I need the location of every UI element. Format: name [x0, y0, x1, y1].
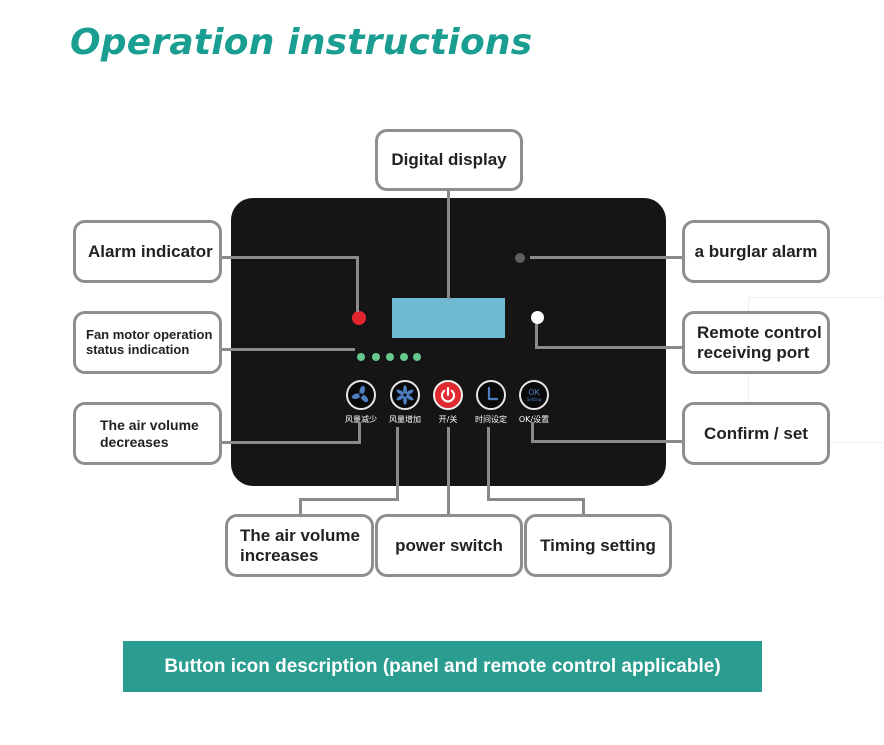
fan-status-led — [357, 353, 365, 361]
timing-setting-button[interactable] — [476, 380, 506, 410]
fan-status-led — [400, 353, 408, 361]
callout-label: receiving port — [697, 342, 810, 362]
callout-label: decreases — [100, 433, 169, 450]
button-label: 风量增加 — [389, 415, 421, 424]
button-description-banner: Button icon description (panel and remot… — [123, 641, 762, 692]
button-label: 时间设定 — [475, 415, 507, 424]
connector-line — [530, 256, 683, 259]
callout-burglar-alarm: a burglar alarm — [682, 220, 830, 283]
button-label: 开/关 — [438, 415, 458, 424]
fan-status-led — [386, 353, 394, 361]
connector-line — [582, 498, 585, 516]
connector-line — [299, 498, 302, 516]
fan-status-led — [372, 353, 380, 361]
connector-line — [535, 324, 538, 348]
callout-label: Remote control — [697, 322, 822, 342]
connector-line — [299, 498, 399, 501]
connector-line — [356, 256, 359, 312]
connector-line — [487, 498, 585, 501]
ok-text: OK — [528, 387, 540, 397]
power-switch-button[interactable] — [433, 380, 463, 410]
air-volume-increase-button[interactable] — [390, 380, 420, 410]
clock-icon — [487, 386, 499, 401]
callout-alarm-indicator: Alarm indicator — [73, 220, 222, 283]
connector-line — [535, 346, 683, 349]
connector-line — [447, 427, 450, 516]
confirm-set-button[interactable]: OK Setting — [519, 380, 549, 410]
callout-label: Alarm indicator — [88, 241, 213, 261]
ok-setting-icon: OK Setting — [526, 387, 542, 402]
callout-fan-motor-status: Fan motor operation status indication — [73, 311, 222, 374]
button-label: 风量减少 — [345, 415, 377, 424]
connector-line — [531, 440, 683, 443]
callout-air-volume-increases: The air volume increases — [225, 514, 374, 577]
callout-timing-setting: Timing setting — [524, 514, 672, 577]
setting-text: Setting — [526, 396, 542, 402]
connector-line — [220, 348, 355, 351]
connector-line — [396, 427, 399, 501]
callout-label: a burglar alarm — [694, 241, 818, 261]
callout-power-switch: power switch — [375, 514, 523, 577]
callout-remote-control-port: Remote control receiving port — [682, 311, 830, 374]
callout-label: Confirm / set — [704, 423, 808, 443]
callout-label: Fan motor operation — [86, 326, 213, 342]
callout-label: status indication — [86, 341, 190, 357]
digital-display-screen — [392, 298, 505, 338]
remote-receiver-port — [531, 311, 544, 324]
callout-label: The air volume — [240, 525, 360, 545]
callout-air-volume-decreases: The air volume decreases — [73, 402, 222, 465]
callout-label: The air volume — [100, 417, 199, 434]
callout-confirm-set: Confirm / set — [682, 402, 830, 465]
connector-line — [531, 422, 534, 443]
page-title: Operation instructions — [70, 22, 533, 63]
callout-digital-display: Digital display — [375, 129, 523, 191]
connector-line — [220, 441, 361, 444]
fan-status-led — [413, 353, 421, 361]
fan-icon — [396, 385, 414, 405]
power-icon — [440, 386, 456, 403]
callout-label: Timing setting — [540, 535, 656, 555]
button-label: OK/设置 — [518, 415, 550, 424]
callout-label: increases — [240, 545, 319, 565]
air-volume-decrease-button[interactable] — [346, 380, 376, 410]
fan-icon — [351, 385, 369, 403]
connector-line — [487, 427, 490, 501]
burglar-alarm-led — [515, 253, 525, 263]
callout-label: Digital display — [391, 150, 507, 170]
connector-line — [358, 423, 361, 444]
callout-label: power switch — [395, 535, 503, 555]
alarm-indicator-led — [352, 311, 366, 325]
connector-line — [220, 256, 359, 259]
connector-line — [447, 189, 450, 299]
